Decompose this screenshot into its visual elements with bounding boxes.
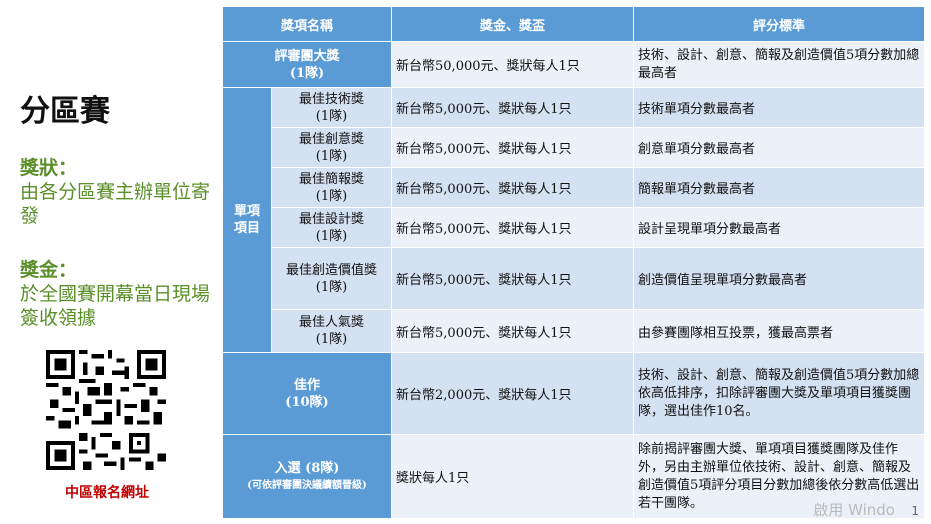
award-prize: 新台幣5,000元、獎狀每人1只 <box>391 247 635 310</box>
award-label: 獎狀： <box>20 157 78 179</box>
table-row: 最佳簡報獎(1隊) 新台幣5,000元、獎狀每人1只 簡報單項分數最高者 <box>223 167 926 208</box>
award-prize: 新台幣5,000元、獎狀每人1只 <box>391 87 635 128</box>
table-row: 最佳創造價值獎(1隊) 新台幣5,000元、獎狀每人1只 創造價值呈現單項分數最… <box>223 247 926 310</box>
page-title: 分區賽 <box>20 94 110 129</box>
award-prize: 新台幣5,000元、獎狀每人1只 <box>391 207 635 248</box>
table-row-merit: 佳作 (10隊) 新台幣2,000元、獎狀每人1只 技術、設計、創意、簡報及創造… <box>221 352 926 435</box>
award-name-cell: 最佳技術獎(1隊) <box>270 87 393 128</box>
header-prize: 獎金、獎盃 <box>391 6 635 42</box>
award-text: 由各分區賽主辦單位寄發 <box>20 181 211 227</box>
merit-award-name: 佳作 <box>294 377 321 393</box>
prize-label: 獎金： <box>20 259 78 281</box>
merit-award-criteria: 技術、設計、創意、簡報及創造價值5項分數加總依高低排序，扣除評審團大獎及單項項目… <box>633 352 926 435</box>
finalist-cell: 入選 (8隊) (可依評審團決議續額晉級) <box>221 434 393 519</box>
qr-code[interactable] <box>46 350 166 470</box>
finalist-note: (可依評審團決議續額晉級) <box>247 479 367 491</box>
award-prize: 新台幣5,000元、獎狀每人1只 <box>391 127 635 168</box>
merit-award-prize: 新台幣2,000元、獎狀每人1只 <box>391 352 635 435</box>
award-prize: 新台幣5,000元、獎狀每人1只 <box>391 309 635 353</box>
single-group-label: 單項項目 <box>222 87 272 353</box>
table-row-grand: 評審團大獎 (1隊) 新台幣50,000元、獎狀每人1只 技術、設計、創意、簡報… <box>221 41 926 88</box>
header-award-name: 獎項名稱 <box>221 6 393 42</box>
page-number: 1 <box>911 504 919 518</box>
award-criteria: 簡報單項分數最高者 <box>633 167 926 208</box>
grand-award-cell: 評審團大獎 (1隊) <box>221 41 393 88</box>
grand-award-criteria: 技術、設計、創意、簡報及創造價值5項分數加總最高者 <box>633 41 926 88</box>
table-row: 最佳設計獎(1隊) 新台幣5,000元、獎狀每人1只 設計呈現單項分數最高者 <box>223 207 926 248</box>
grand-award-count: (1隊) <box>289 65 325 81</box>
awards-table: 獎項名稱 獎金、獎盃 評分標準 評審團大獎 (1隊) 新台幣50,000元、獎狀… <box>221 6 926 519</box>
award-name-cell: 最佳簡報獎(1隊) <box>270 167 393 208</box>
merit-award-count: (10隊) <box>285 394 329 410</box>
prize-info: 獎金： 於全國賽開幕當日現場簽收領據 <box>20 258 215 330</box>
award-criteria: 創意單項分數最高者 <box>633 127 926 168</box>
award-prize: 新台幣5,000元、獎狀每人1只 <box>391 167 635 208</box>
award-criteria: 由參賽團隊相互投票，獲最高票者 <box>633 309 926 353</box>
grand-award-name: 評審團大獎 <box>274 48 340 64</box>
qr-caption: 中區報名網址 <box>65 485 149 501</box>
finalist-prize: 獎狀每人1只 <box>391 434 635 519</box>
prize-text: 於全國賽開幕當日現場簽收領據 <box>20 283 211 329</box>
finalist-name: 入選 (8隊) <box>274 460 340 476</box>
award-criteria: 創造價值呈現單項分數最高者 <box>633 247 926 310</box>
table-row-finalist: 入選 (8隊) (可依評審團決議續額晉級) 獎狀每人1只 除前揭評審團大獎、單項… <box>221 434 926 519</box>
award-criteria: 設計呈現單項分數最高者 <box>633 207 926 248</box>
merit-award-cell: 佳作 (10隊) <box>221 352 393 435</box>
activation-watermark: 啟用 Windo <box>813 501 895 519</box>
award-name-cell: 最佳創造價值獎(1隊) <box>270 247 393 310</box>
award-name-cell: 最佳創意獎(1隊) <box>270 127 393 168</box>
award-name-cell: 最佳人氣獎(1隊) <box>270 309 393 353</box>
finalist-criteria: 除前揭評審團大獎、單項項目獲獎團隊及佳作外，另由主辦單位依技術、設計、創意、簡報… <box>633 434 926 519</box>
table-row: 最佳創意獎(1隊) 新台幣5,000元、獎狀每人1只 創意單項分數最高者 <box>223 127 926 168</box>
table-row: 單項項目 最佳技術獎(1隊) 新台幣5,000元、獎狀每人1只 技術單項分數最高… <box>222 87 926 353</box>
grand-award-prize: 新台幣50,000元、獎狀每人1只 <box>391 41 635 88</box>
award-name-cell: 最佳設計獎(1隊) <box>270 207 393 248</box>
award-criteria: 技術單項分數最高者 <box>633 87 926 128</box>
award-info: 獎狀： 由各分區賽主辦單位寄發 <box>20 156 215 228</box>
header-criteria: 評分標準 <box>633 6 926 42</box>
table-header-row: 獎項名稱 獎金、獎盃 評分標準 <box>221 6 926 42</box>
table-row: 最佳人氣獎(1隊) 新台幣5,000元、獎狀每人1只 由參賽團隊相互投票，獲最高… <box>223 309 926 353</box>
